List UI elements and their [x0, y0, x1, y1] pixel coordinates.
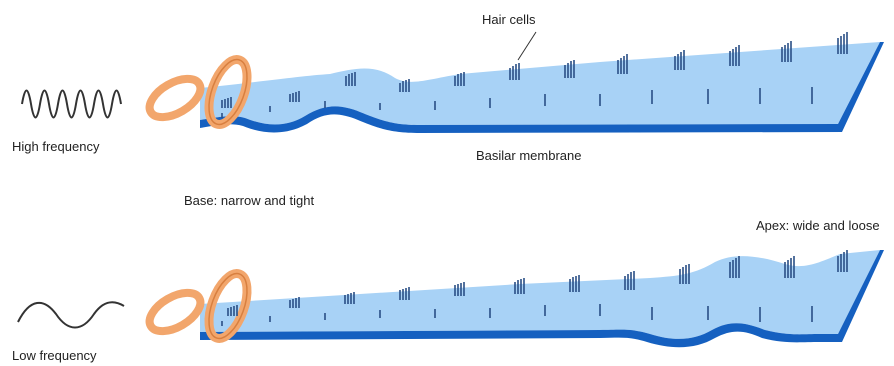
hair-cells-pointer: [518, 32, 536, 60]
apex-label: Apex: wide and loose: [756, 218, 880, 233]
basilar-membrane-label: Basilar membrane: [476, 148, 582, 163]
high-frequency-wave-icon: [22, 91, 121, 118]
low-frequency-wave-icon: [18, 302, 124, 327]
base-label: Base: narrow and tight: [184, 193, 314, 208]
high-frequency-label: High frequency: [12, 139, 100, 154]
high-frequency-panel: High frequency Hai: [12, 12, 884, 163]
basilar-membrane-top-surface: [200, 250, 880, 339]
low-frequency-panel: Low frequency: [12, 250, 884, 363]
hair-cells-label: Hair cells: [482, 12, 536, 27]
basilar-membrane-top-surface: [200, 42, 880, 125]
low-frequency-label: Low frequency: [12, 348, 97, 363]
